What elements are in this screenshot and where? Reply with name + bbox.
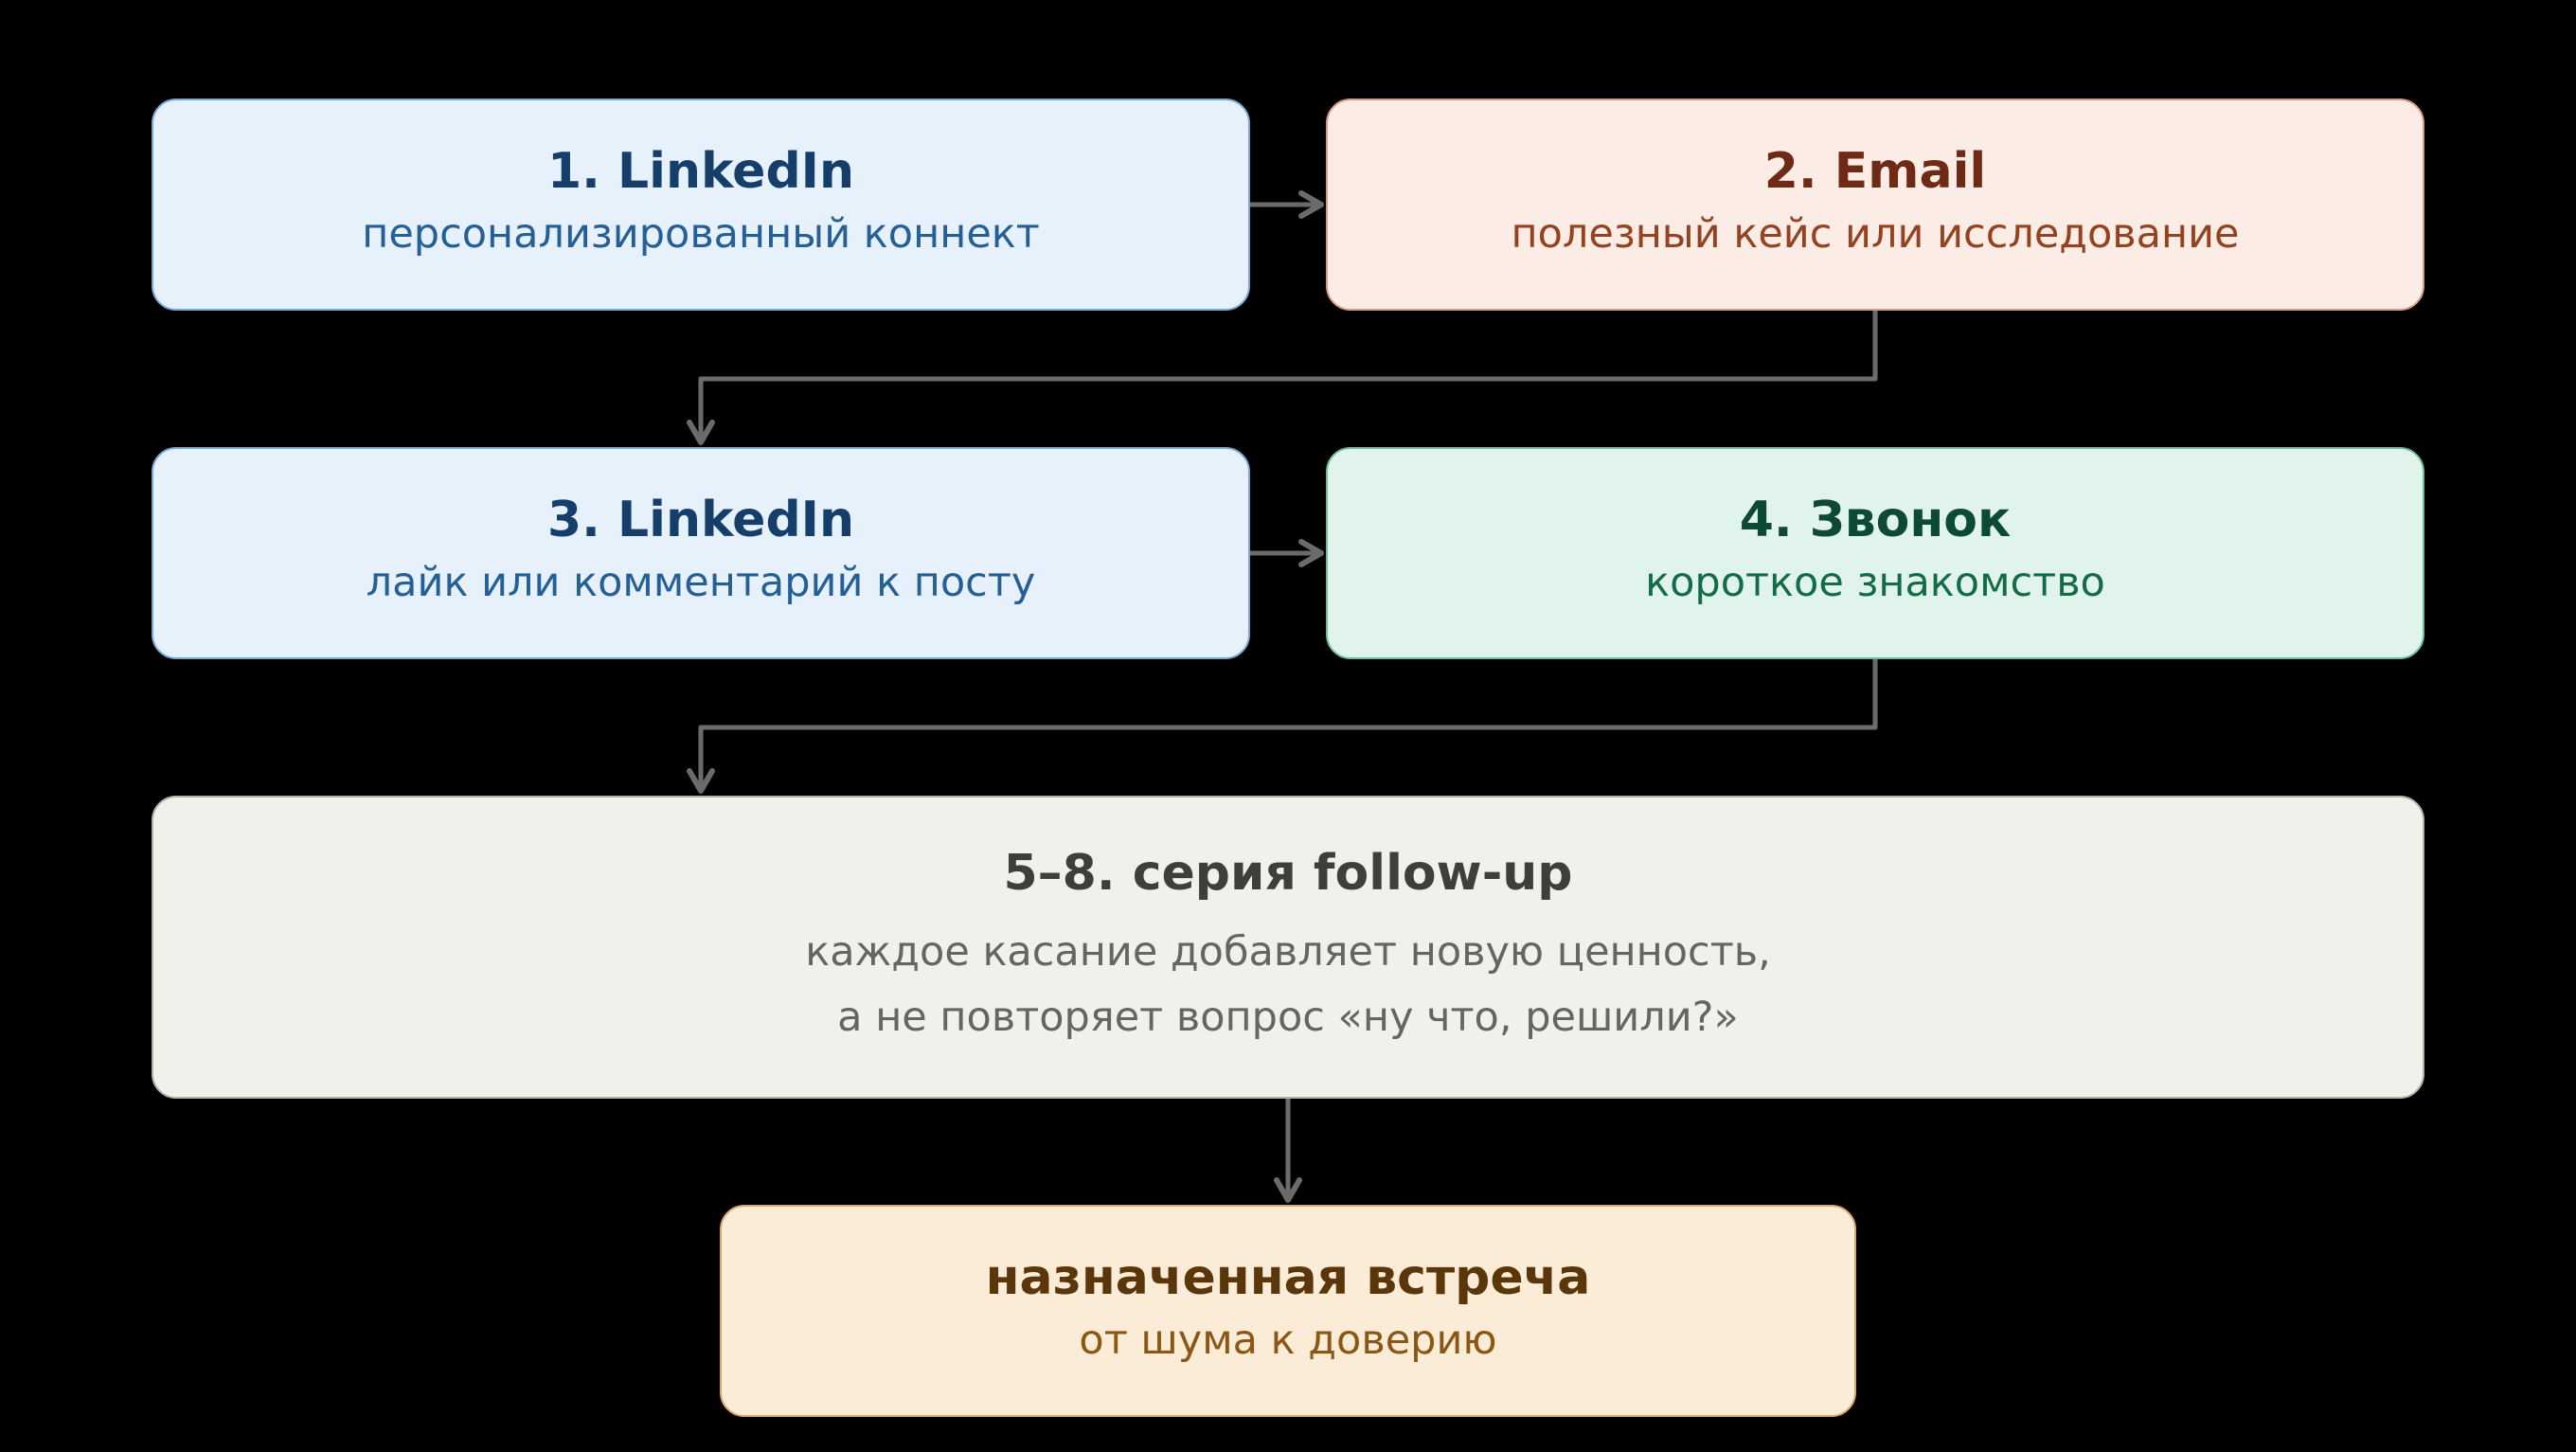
step-linkedin-engage: 3. LinkedIn лайк или комментарий к посту: [152, 447, 1250, 659]
step-title: назначенная встреча: [985, 1249, 1591, 1307]
step-title: 3. LinkedIn: [546, 492, 855, 549]
step-subtitle: полезный кейс или исследование: [1511, 209, 2240, 258]
step-call: 4. Звонок короткое знакомство: [1326, 447, 2424, 659]
step-subtitle: от шума к доверию: [1079, 1316, 1497, 1364]
step-email: 2. Email полезный кейс или исследование: [1326, 99, 2424, 311]
step-subtitle-line-2: а не повторяет вопрос «ну что, решили?»: [837, 994, 1739, 1042]
step-follow-up-series: 5–8. серия follow-up каждое касание доба…: [152, 796, 2424, 1099]
step-subtitle-line-1: каждое касание добавляет новую ценность,: [805, 928, 1771, 977]
arrow-4-to-5: [687, 656, 1878, 794]
outcome-meeting: назначенная встреча от шума к доверию: [720, 1205, 1856, 1417]
step-title: 1. LinkedIn: [546, 143, 855, 201]
step-title: 4. Звонок: [1739, 492, 2012, 549]
step-linkedin-connect: 1. LinkedIn персонализированный коннект: [152, 99, 1250, 311]
step-title: 5–8. серия follow-up: [1003, 845, 1573, 902]
step-subtitle: персонализированный коннект: [362, 209, 1040, 258]
step-title: 2. Email: [1763, 143, 1987, 201]
step-subtitle: лайк или комментарий к посту: [366, 558, 1036, 606]
arrow-2-to-3: [687, 308, 1878, 445]
step-subtitle: короткое знакомство: [1645, 558, 2105, 606]
